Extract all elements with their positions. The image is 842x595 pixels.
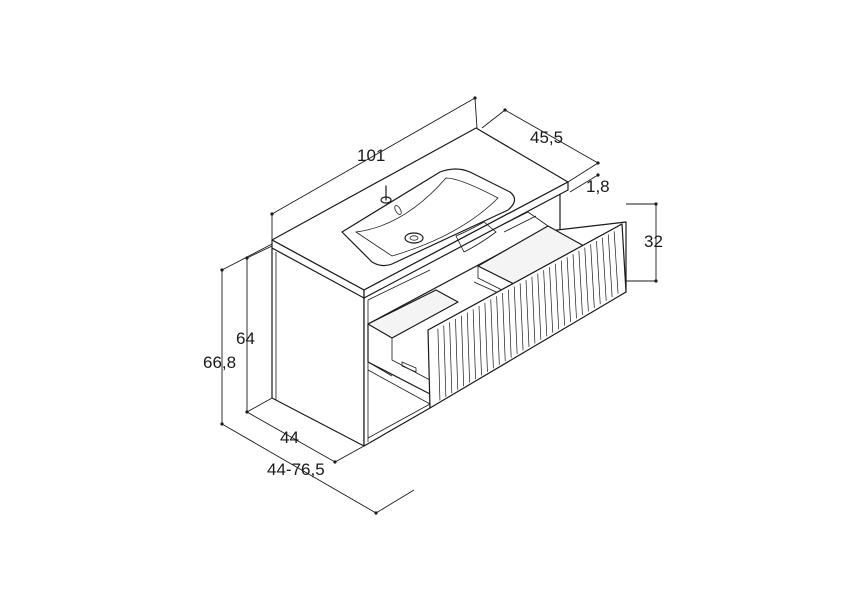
drawer-flute xyxy=(584,247,589,312)
drawer-flutes xyxy=(437,231,619,401)
drawer-flute xyxy=(560,260,565,326)
drawer-flute xyxy=(461,315,465,387)
drawer-flute xyxy=(449,322,453,394)
drawer-flute xyxy=(572,253,577,319)
drawer-flute xyxy=(484,302,488,372)
drawer-flute xyxy=(596,240,601,305)
drawer-flute xyxy=(525,279,530,348)
drawer-flute xyxy=(607,234,613,298)
label-body-height: 64 xyxy=(236,329,255,348)
drawer-flute xyxy=(555,263,560,330)
drawer-flute xyxy=(513,286,518,355)
drawer-flute xyxy=(566,257,571,323)
drawer-flute xyxy=(437,328,441,401)
fluted-drawer-front xyxy=(427,223,627,409)
label-depth-top: 45,5 xyxy=(530,128,564,147)
drawer-flute xyxy=(602,237,607,301)
drawer-flute xyxy=(455,318,459,390)
drawer-flute xyxy=(519,283,524,351)
drawer-flute xyxy=(466,312,470,383)
countertop-basin xyxy=(271,127,569,299)
drawer-flute xyxy=(549,266,554,333)
drawer-flute xyxy=(531,276,536,344)
drawer-flute xyxy=(472,309,476,380)
drawer-flute xyxy=(578,250,583,315)
label-total-height: 66,8 xyxy=(203,353,237,372)
drawer-flute xyxy=(508,289,512,358)
label-drawer-height: 32 xyxy=(644,232,663,251)
drawer-flute xyxy=(613,231,619,294)
dimension-lines xyxy=(220,96,658,515)
drawer-flute xyxy=(478,305,482,376)
drawer-flute xyxy=(502,292,506,362)
drawer-flute xyxy=(543,270,548,337)
drawer-flute xyxy=(443,325,447,397)
drawer-flute xyxy=(490,299,494,369)
label-drawer-extension: 44-76,5 xyxy=(267,460,325,479)
drawer-flute xyxy=(590,244,595,308)
label-top-thickness: 1,8 xyxy=(586,177,610,196)
drawer-flute xyxy=(537,273,542,340)
drawer-flute xyxy=(496,296,500,365)
label-width-top: 101 xyxy=(357,146,386,165)
label-body-depth: 44 xyxy=(280,428,299,447)
